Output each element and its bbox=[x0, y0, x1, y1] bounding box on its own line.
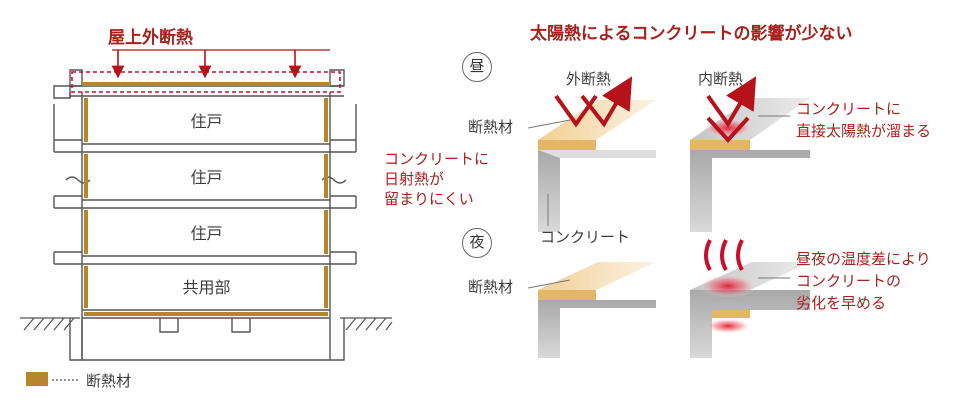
roof-title: 屋上外断熱 bbox=[108, 28, 193, 48]
night-inner-slab bbox=[690, 239, 810, 358]
unit-label-3: 住戸 bbox=[190, 224, 223, 243]
outer-note-line-1: コンクリートに bbox=[384, 150, 490, 168]
legend-swatch bbox=[26, 372, 48, 386]
unit-label-2: 住戸 bbox=[190, 168, 223, 187]
unit-label-1: 住戸 bbox=[190, 112, 223, 131]
night-outer-slab bbox=[538, 262, 656, 358]
roof-arrows bbox=[111, 49, 330, 79]
night-note-line-3: 劣化を早める bbox=[796, 294, 887, 312]
night-badge: 夜 bbox=[462, 228, 492, 258]
unit-label-4: 共用部 bbox=[182, 278, 231, 297]
leader-lines bbox=[527, 115, 790, 289]
concrete-label: コンクリート bbox=[540, 228, 631, 246]
day-inner-slab bbox=[690, 76, 810, 232]
day-insulation-label: 断熱材 bbox=[468, 118, 514, 136]
insulation-layers bbox=[82, 82, 330, 316]
day-headline: 太陽熱によるコンクリートの影響が少ない bbox=[530, 24, 853, 44]
inner-note-line-2: 直接太陽熱が溜まる bbox=[796, 122, 932, 140]
building-section bbox=[20, 49, 393, 386]
inner-insulation-label: 内断熱 bbox=[698, 70, 744, 88]
outer-note-line-3: 留まりにくい bbox=[384, 190, 474, 208]
inner-note-line-1: コンクリートに bbox=[796, 100, 902, 118]
night-insulation-label: 断熱材 bbox=[468, 278, 514, 296]
ground bbox=[20, 317, 393, 331]
night-note-line-2: コンクリートの bbox=[796, 272, 902, 290]
night-note-line-1: 昼夜の温度差により bbox=[796, 250, 931, 268]
day-badge: 昼 bbox=[462, 52, 492, 82]
outer-note-line-2: 日射熱が bbox=[384, 170, 445, 188]
day-outer-slab bbox=[538, 76, 656, 232]
legend-label: 断熱材 bbox=[86, 372, 132, 390]
outer-insulation-label: 外断熱 bbox=[566, 70, 612, 88]
